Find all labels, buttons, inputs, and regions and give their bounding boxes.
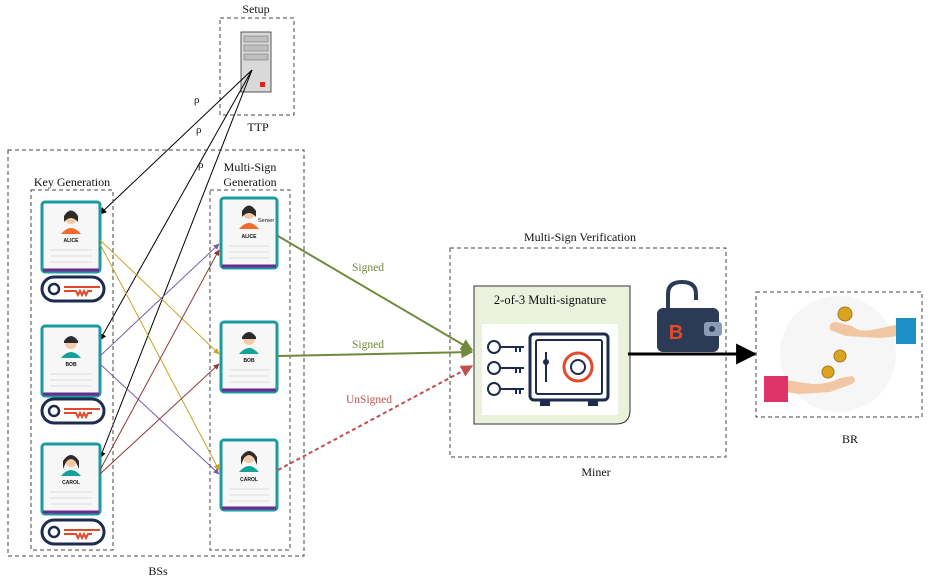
alice-status-label: Signed: [352, 262, 384, 274]
ttp-label: TTP: [247, 120, 269, 134]
server-icon: [240, 31, 272, 93]
svg-text:B: B: [669, 322, 683, 344]
woman-icon: [61, 210, 81, 234]
keygen-card-alice-name: ALICE: [64, 238, 80, 244]
alice-signed-edge: Signed: [277, 235, 474, 351]
rho-label-3: ρ: [198, 159, 204, 171]
multisign-card-alice: Server ALICE: [219, 196, 279, 270]
carol-key-icon: [40, 518, 106, 546]
br-label: BR: [842, 432, 858, 446]
setup-box: [219, 17, 295, 116]
bitcoin-wallet-icon: B: [657, 279, 722, 352]
multisign-card-alice-name: ALICE: [242, 234, 258, 240]
carol-status-label: UnSigned: [346, 394, 392, 406]
woman-icon: [239, 451, 259, 472]
woman-icon: [61, 455, 81, 476]
coin-exchange-icon: [764, 296, 916, 412]
key-generation-box: [30, 189, 114, 551]
multi-sign-title-line1: Multi-Sign: [224, 160, 277, 174]
setup-group: Setup TTP: [219, 2, 295, 134]
alice-key-icon: [40, 275, 106, 303]
multisign-card-bob: BOB: [219, 320, 279, 394]
bob-key-icon: [40, 397, 106, 425]
server-tag: Server: [258, 218, 274, 224]
setup-title: Setup: [242, 2, 269, 16]
keygen-card-alice: ALICE: [40, 200, 102, 274]
multi-sign-title-line2: Generation: [223, 175, 276, 189]
br-box: [755, 291, 923, 418]
multi-sign-box: [209, 189, 291, 551]
bss-label: BSs: [148, 564, 168, 578]
keygen-card-carol-name: CAROL: [62, 480, 80, 486]
carol-links: [99, 249, 220, 475]
man-icon: [239, 332, 259, 354]
multisig-panel: 2-of-3 Multi-signature: [473, 285, 631, 425]
multisign-card-bob-name: BOB: [243, 358, 255, 364]
ttp-to-bob-arrow: [99, 69, 253, 341]
rho-label-2: ρ: [196, 124, 202, 136]
verification-title: Multi-Sign Verification: [524, 230, 636, 244]
key-generation-title: Key Generation: [34, 175, 110, 189]
bob-signed-edge: Signed: [277, 339, 474, 359]
multisign-card-carol: CAROL: [219, 438, 279, 512]
alice-links: [99, 239, 220, 471]
rho-label-1: ρ: [194, 94, 200, 106]
keygen-card-bob-name: BOB: [65, 362, 77, 368]
bob-status-label: Signed: [352, 339, 384, 351]
carol-unsigned-edge: UnSigned: [277, 365, 474, 471]
bss-box: [7, 149, 305, 557]
keygen-card-bob: BOB: [40, 324, 102, 398]
man-icon: [61, 336, 81, 358]
safe-vault-icon: [528, 332, 610, 406]
keygen-card-carol: CAROL: [40, 442, 102, 516]
ttp-links: [99, 69, 253, 459]
woman-icon: [239, 205, 259, 229]
keys-icon: [487, 340, 524, 396]
multisig-title: 2-of-3 Multi-signature: [494, 293, 607, 307]
multisign-card-carol-name: CAROL: [240, 477, 258, 483]
ttp-to-carol-arrow: [99, 69, 253, 459]
ttp-to-alice-arrow: [99, 69, 253, 215]
miner-label: Miner: [581, 465, 610, 479]
